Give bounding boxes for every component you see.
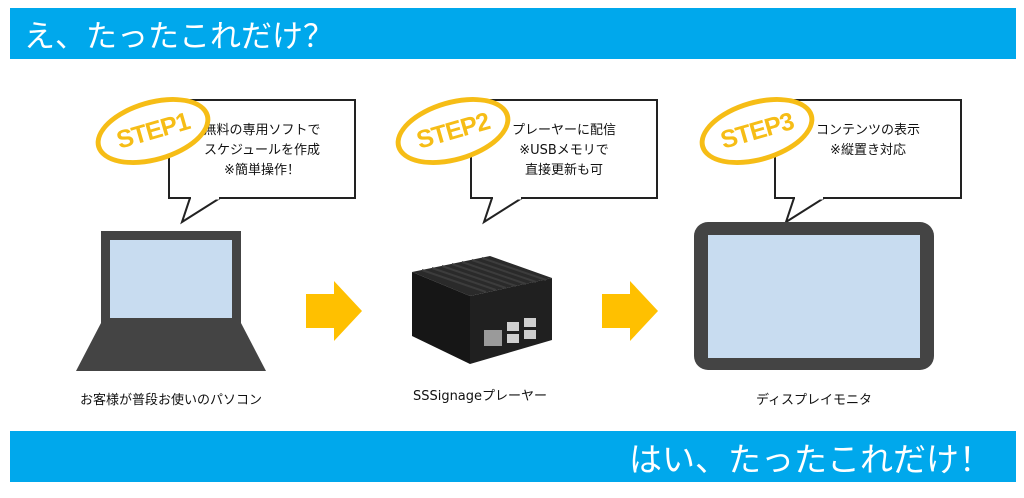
bubble-tails xyxy=(180,196,828,225)
step2-line-3: 直接更新も可 xyxy=(524,163,603,178)
player-caption: SSSignageプレーヤー xyxy=(412,389,548,404)
step2-line-1: プレーヤーに配信 xyxy=(511,123,616,138)
header-banner: え、たったこれだけ？ xyxy=(10,8,1016,59)
header-title: え、たったこれだけ？ xyxy=(24,19,334,55)
footer-banner: はい、たったこれだけ！ xyxy=(10,431,1016,482)
monitor-icon xyxy=(694,222,934,370)
step3-line-1: コンテンツの表示 xyxy=(815,123,920,138)
footer-title: はい、たったこれだけ！ xyxy=(629,439,992,479)
monitor-caption: ディスプレイモニタ xyxy=(755,393,873,408)
arrow-right-icon xyxy=(306,281,362,341)
step2-line-2: ※USBメモリで xyxy=(519,143,609,158)
step3-line-2: ※縦置き対応 xyxy=(830,143,906,158)
step1-line-3: ※簡単操作！ xyxy=(224,163,300,178)
step1-line-1: 無料の専用ソフトで xyxy=(203,123,321,138)
laptop-caption: お客様が普段お使いのパソコン xyxy=(79,393,262,408)
laptop-icon xyxy=(76,231,266,371)
arrow-right-icon xyxy=(602,281,658,341)
step1-line-2: スケジュールを作成 xyxy=(203,143,321,158)
media-player-icon xyxy=(412,256,552,364)
